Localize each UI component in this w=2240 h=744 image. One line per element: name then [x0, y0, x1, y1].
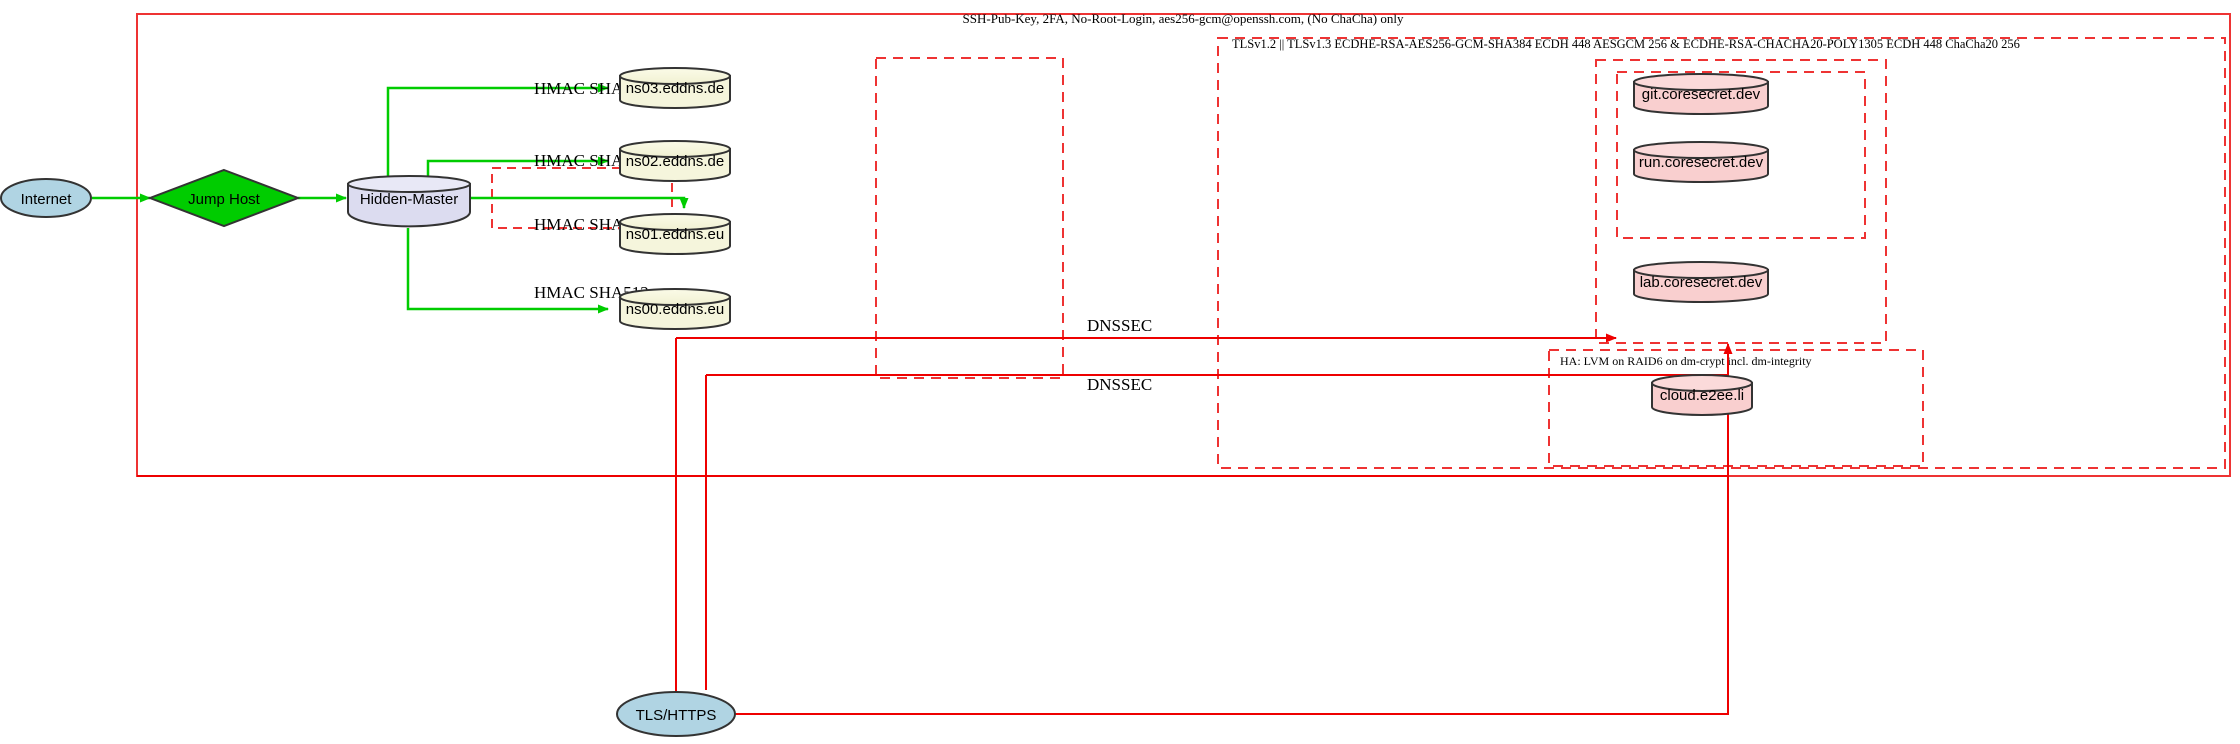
edge-label-dnssec-upper: DNSSEC: [1087, 316, 1152, 335]
node-jump-host[interactable]: Jump Host: [147, 168, 301, 228]
node-ns02[interactable]: ns02.eddns.de: [619, 140, 731, 182]
edge-label-dnssec-lower: DNSSEC: [1087, 375, 1152, 394]
node-hidden-master[interactable]: Hidden-Master: [347, 175, 471, 228]
node-ns03[interactable]: ns03.eddns.de: [619, 67, 731, 109]
node-git-coresecret[interactable]: git.coresecret.dev: [1633, 73, 1769, 115]
edge-hiddenmaster-to-ns02: [426, 156, 609, 180]
node-tls-https-label: TLS/HTTPS: [636, 707, 717, 724]
tls-zone-boundary: [1217, 37, 2226, 469]
node-internet-label: Internet: [21, 191, 73, 208]
node-hidden-master-label: Hidden-Master: [360, 191, 458, 208]
edge-tlshttps-to-node: [735, 476, 1729, 715]
tls-zone-label: TLSv1.2 || TLSv1.3 ECDHE-RSA-AES256-GCM-…: [1232, 37, 2020, 51]
edge-hiddenmaster-to-ns01: [470, 196, 689, 209]
coresecret-inner-boundary: [1616, 71, 1866, 239]
node-lab-label: lab.coresecret.dev: [1640, 274, 1763, 291]
node-run-coresecret[interactable]: run.coresecret.dev: [1633, 141, 1769, 183]
node-ns03-label: ns03.eddns.de: [626, 80, 724, 97]
ha-zone-boundary: [1548, 349, 1924, 467]
node-ns02-label: ns02.eddns.de: [626, 153, 724, 170]
ssh-zone-label: SSH-Pub-Key, 2FA, No-Root-Login, aes256-…: [963, 11, 1404, 26]
node-internet[interactable]: Internet: [0, 178, 92, 218]
node-git-label: git.coresecret.dev: [1642, 86, 1761, 103]
node-ns01[interactable]: ns01.eddns.eu: [619, 213, 731, 255]
node-ns00-label: ns00.eddns.eu: [626, 301, 724, 318]
node-cloud-label: cloud.e2ee.li: [1660, 387, 1744, 404]
node-run-label: run.coresecret.dev: [1639, 154, 1764, 171]
node-ns01-label: ns01.eddns.eu: [626, 226, 724, 243]
ha-zone-label: HA: LVM on RAID6 on dm-crypt incl. dm-in…: [1560, 354, 1812, 368]
node-lab-coresecret[interactable]: lab.coresecret.dev: [1633, 261, 1769, 303]
edge-hiddenmaster-to-ns03: [386, 83, 609, 180]
node-ns00[interactable]: ns00.eddns.eu: [619, 288, 731, 330]
node-cloud-e2ee[interactable]: cloud.e2ee.li: [1651, 374, 1753, 416]
dns-zone-boundary: [875, 57, 1064, 379]
node-jump-host-label: Jump Host: [188, 191, 261, 208]
coresecret-outer-boundary: [1595, 59, 1887, 344]
node-tls-https[interactable]: TLS/HTTPS: [616, 691, 736, 737]
edge-hiddenmaster-to-ns00: [406, 228, 609, 314]
ssh-zone-boundary: [136, 13, 2231, 477]
